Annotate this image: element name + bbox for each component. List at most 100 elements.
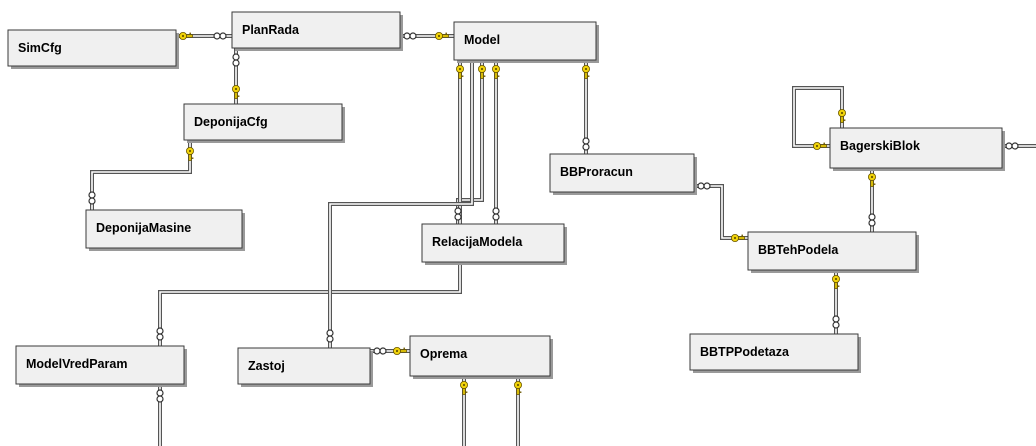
infinity-icon <box>373 347 387 355</box>
table-box <box>7 29 177 67</box>
infinity-icon <box>326 329 334 343</box>
table-box <box>421 223 565 263</box>
endpoint-planrada-deponijacfg <box>232 53 240 67</box>
table-name-label: Model <box>464 33 500 47</box>
key-icon <box>179 32 193 40</box>
infinity-icon <box>1005 142 1019 150</box>
table-modelvredparam[interactable]: ModelVredParam <box>15 345 187 387</box>
relationship-endpoints <box>88 32 1019 403</box>
key-icon <box>456 65 464 79</box>
table-name-label: BBTehPodela <box>758 243 839 257</box>
endpoint-model-relacijamodela-2 <box>492 65 500 79</box>
table-oprema[interactable]: Oprema <box>409 335 553 379</box>
table-planrada[interactable]: PlanRada <box>231 11 403 51</box>
endpoint-model-planrada <box>435 32 449 40</box>
infinity-icon <box>454 207 462 221</box>
table-box <box>453 21 597 61</box>
key-icon <box>832 275 840 289</box>
endpoint-model-relacijamodela-1 <box>454 207 462 221</box>
table-relacijamodela[interactable]: RelacijaModela <box>421 223 567 265</box>
table-box <box>689 333 859 371</box>
table-box <box>829 127 1003 169</box>
endpoint-model-planrada <box>403 32 417 40</box>
table-name-label: Oprema <box>420 347 468 361</box>
endpoint-oprema-offscreen-2 <box>514 381 522 395</box>
table-box <box>237 347 371 385</box>
endpoint-oprema-zastoj <box>373 347 387 355</box>
table-box <box>409 335 551 377</box>
endpoint-bagerskiblok-self <box>838 109 846 123</box>
table-name-label: BagerskiBlok <box>840 139 920 153</box>
endpoint-model-modelvredparam <box>456 65 464 79</box>
table-bbproracun[interactable]: BBProracun <box>549 153 697 195</box>
relationship-model-zastoj[interactable] <box>328 60 474 348</box>
table-deponijacfg[interactable]: DeponijaCfg <box>183 103 345 143</box>
tables: SimCfg PlanRadaModelDeponijaCfgDeponijaMa… <box>7 11 1005 387</box>
endpoint-model-relacijamodela-1 <box>478 65 486 79</box>
infinity-icon <box>232 53 240 67</box>
table-box <box>231 11 401 49</box>
table-box <box>747 231 917 271</box>
infinity-icon <box>492 207 500 221</box>
infinity-icon <box>156 389 164 403</box>
endpoint-bagerskiblok-self <box>813 142 827 150</box>
endpoint-modelvredparam-offscreen <box>156 389 164 403</box>
infinity-icon <box>832 315 840 329</box>
infinity-icon <box>213 32 227 40</box>
table-deponijamasine[interactable]: DeponijaMasine <box>85 209 245 251</box>
endpoint-bagerskiblok-bbtehpodela <box>868 213 876 227</box>
table-name-label: SimCfg <box>18 41 62 55</box>
endpoint-bbtehpodela-bbproracun <box>731 234 745 242</box>
key-icon <box>478 65 486 79</box>
endpoint-bbtehpodela-bbtppodetaza <box>832 275 840 289</box>
infinity-icon <box>582 137 590 151</box>
endpoint-oprema-zastoj <box>393 347 407 355</box>
endpoint-oprema-offscreen-1 <box>460 381 468 395</box>
infinity-icon <box>697 182 711 190</box>
endpoint-model-bbproracun <box>582 65 590 79</box>
endpoint-planrada-simcfg <box>179 32 193 40</box>
key-icon <box>731 234 745 242</box>
key-icon <box>393 347 407 355</box>
key-icon <box>582 65 590 79</box>
endpoint-deponijacfg-deponijamasine <box>88 191 96 205</box>
endpoint-bbtehpodela-bbproracun <box>697 182 711 190</box>
table-box <box>15 345 185 385</box>
table-simcfg[interactable]: SimCfg <box>7 29 179 69</box>
endpoint-model-modelvredparam <box>156 327 164 341</box>
table-name-label: PlanRada <box>242 23 300 37</box>
key-icon <box>514 381 522 395</box>
table-name-label: DeponijaCfg <box>194 115 268 129</box>
table-box <box>549 153 695 193</box>
key-icon <box>838 109 846 123</box>
table-name-label: BBProracun <box>560 165 633 179</box>
endpoint-deponijacfg-deponijamasine <box>186 147 194 161</box>
table-bbtppodetaza[interactable]: BBTPPodetaza <box>689 333 861 373</box>
table-name-label: BBTPPodetaza <box>700 345 790 359</box>
table-name-label: RelacijaModela <box>432 235 523 249</box>
table-zastoj[interactable]: Zastoj <box>237 347 373 387</box>
table-box <box>183 103 343 141</box>
key-icon <box>868 173 876 187</box>
relationship-deponijacfg-deponijamasine[interactable] <box>90 140 192 210</box>
table-bagerskiblok[interactable]: BagerskiBlok <box>829 127 1005 171</box>
table-model[interactable]: Model <box>453 21 599 63</box>
relationship-bbtehpodela-bbproracun[interactable] <box>694 184 748 240</box>
table-box <box>85 209 243 249</box>
relationship-model-modelvredparam[interactable] <box>158 60 462 346</box>
endpoint-bbtehpodela-bbtppodetaza <box>832 315 840 329</box>
key-icon <box>813 142 827 150</box>
infinity-icon <box>403 32 417 40</box>
endpoint-bagerskiblok-offscreen <box>1005 142 1019 150</box>
key-icon <box>186 147 194 161</box>
key-icon <box>460 381 468 395</box>
relationship-bagerskiblok-self[interactable] <box>792 86 844 148</box>
infinity-icon <box>88 191 96 205</box>
table-name-label: ModelVredParam <box>26 357 127 371</box>
endpoint-bagerskiblok-bbtehpodela <box>868 173 876 187</box>
table-bbtehpodela[interactable]: BBTehPodela <box>747 231 919 273</box>
endpoint-planrada-deponijacfg <box>232 85 240 99</box>
infinity-icon <box>156 327 164 341</box>
table-name-label: DeponijaMasine <box>96 221 191 235</box>
